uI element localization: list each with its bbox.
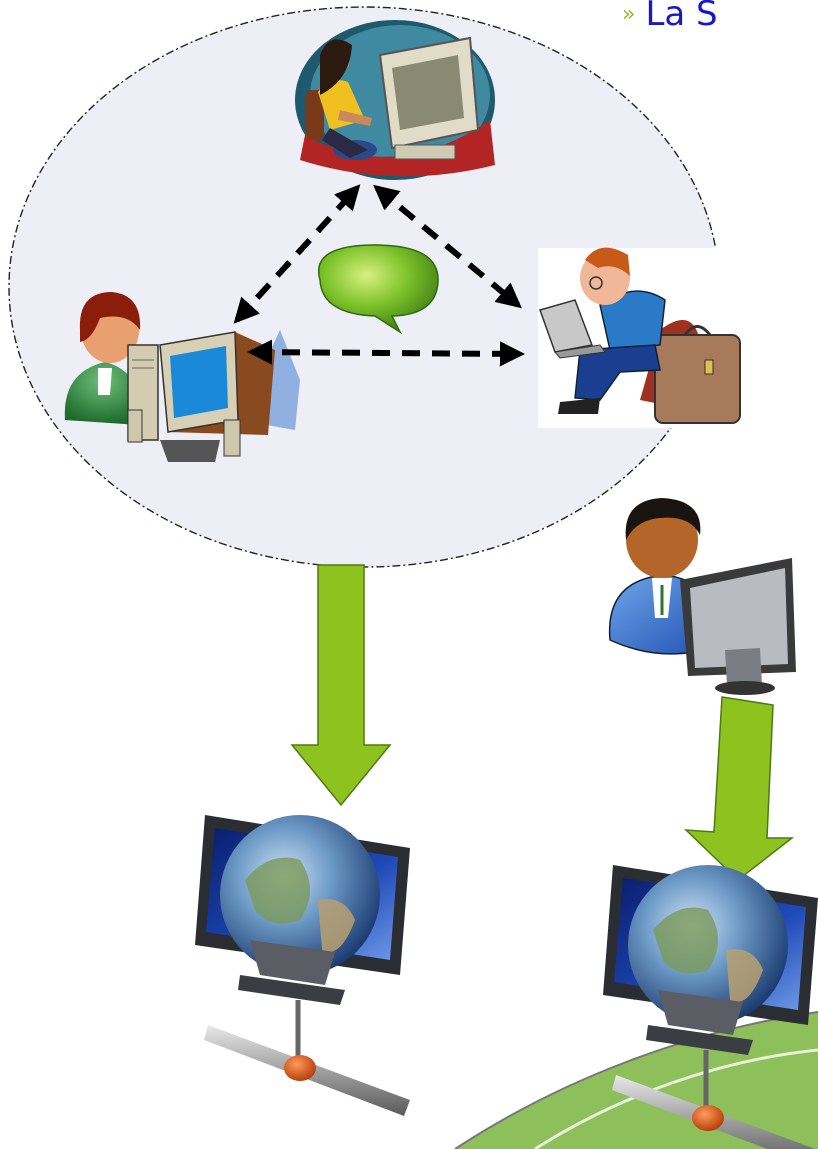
desktop-user-icon [608, 498, 796, 695]
network-computer-icon [195, 815, 410, 1116]
title-bullet: » [622, 2, 636, 27]
green-arrow-left [290, 564, 392, 807]
traveling-user-icon [538, 247, 756, 428]
decorative-wave [454, 1011, 818, 1149]
office-worker-icon [295, 20, 495, 180]
communication-arrows [233, 184, 526, 367]
user-computer-icon [64, 292, 300, 462]
slide-title: » La S [622, 0, 718, 34]
arrow-user-to-traveler [246, 339, 526, 367]
title-text: La S [645, 0, 718, 34]
network-computer-icon [603, 865, 818, 1149]
arrow-office-to-traveler [373, 184, 522, 309]
green-arrow-right [683, 696, 795, 881]
